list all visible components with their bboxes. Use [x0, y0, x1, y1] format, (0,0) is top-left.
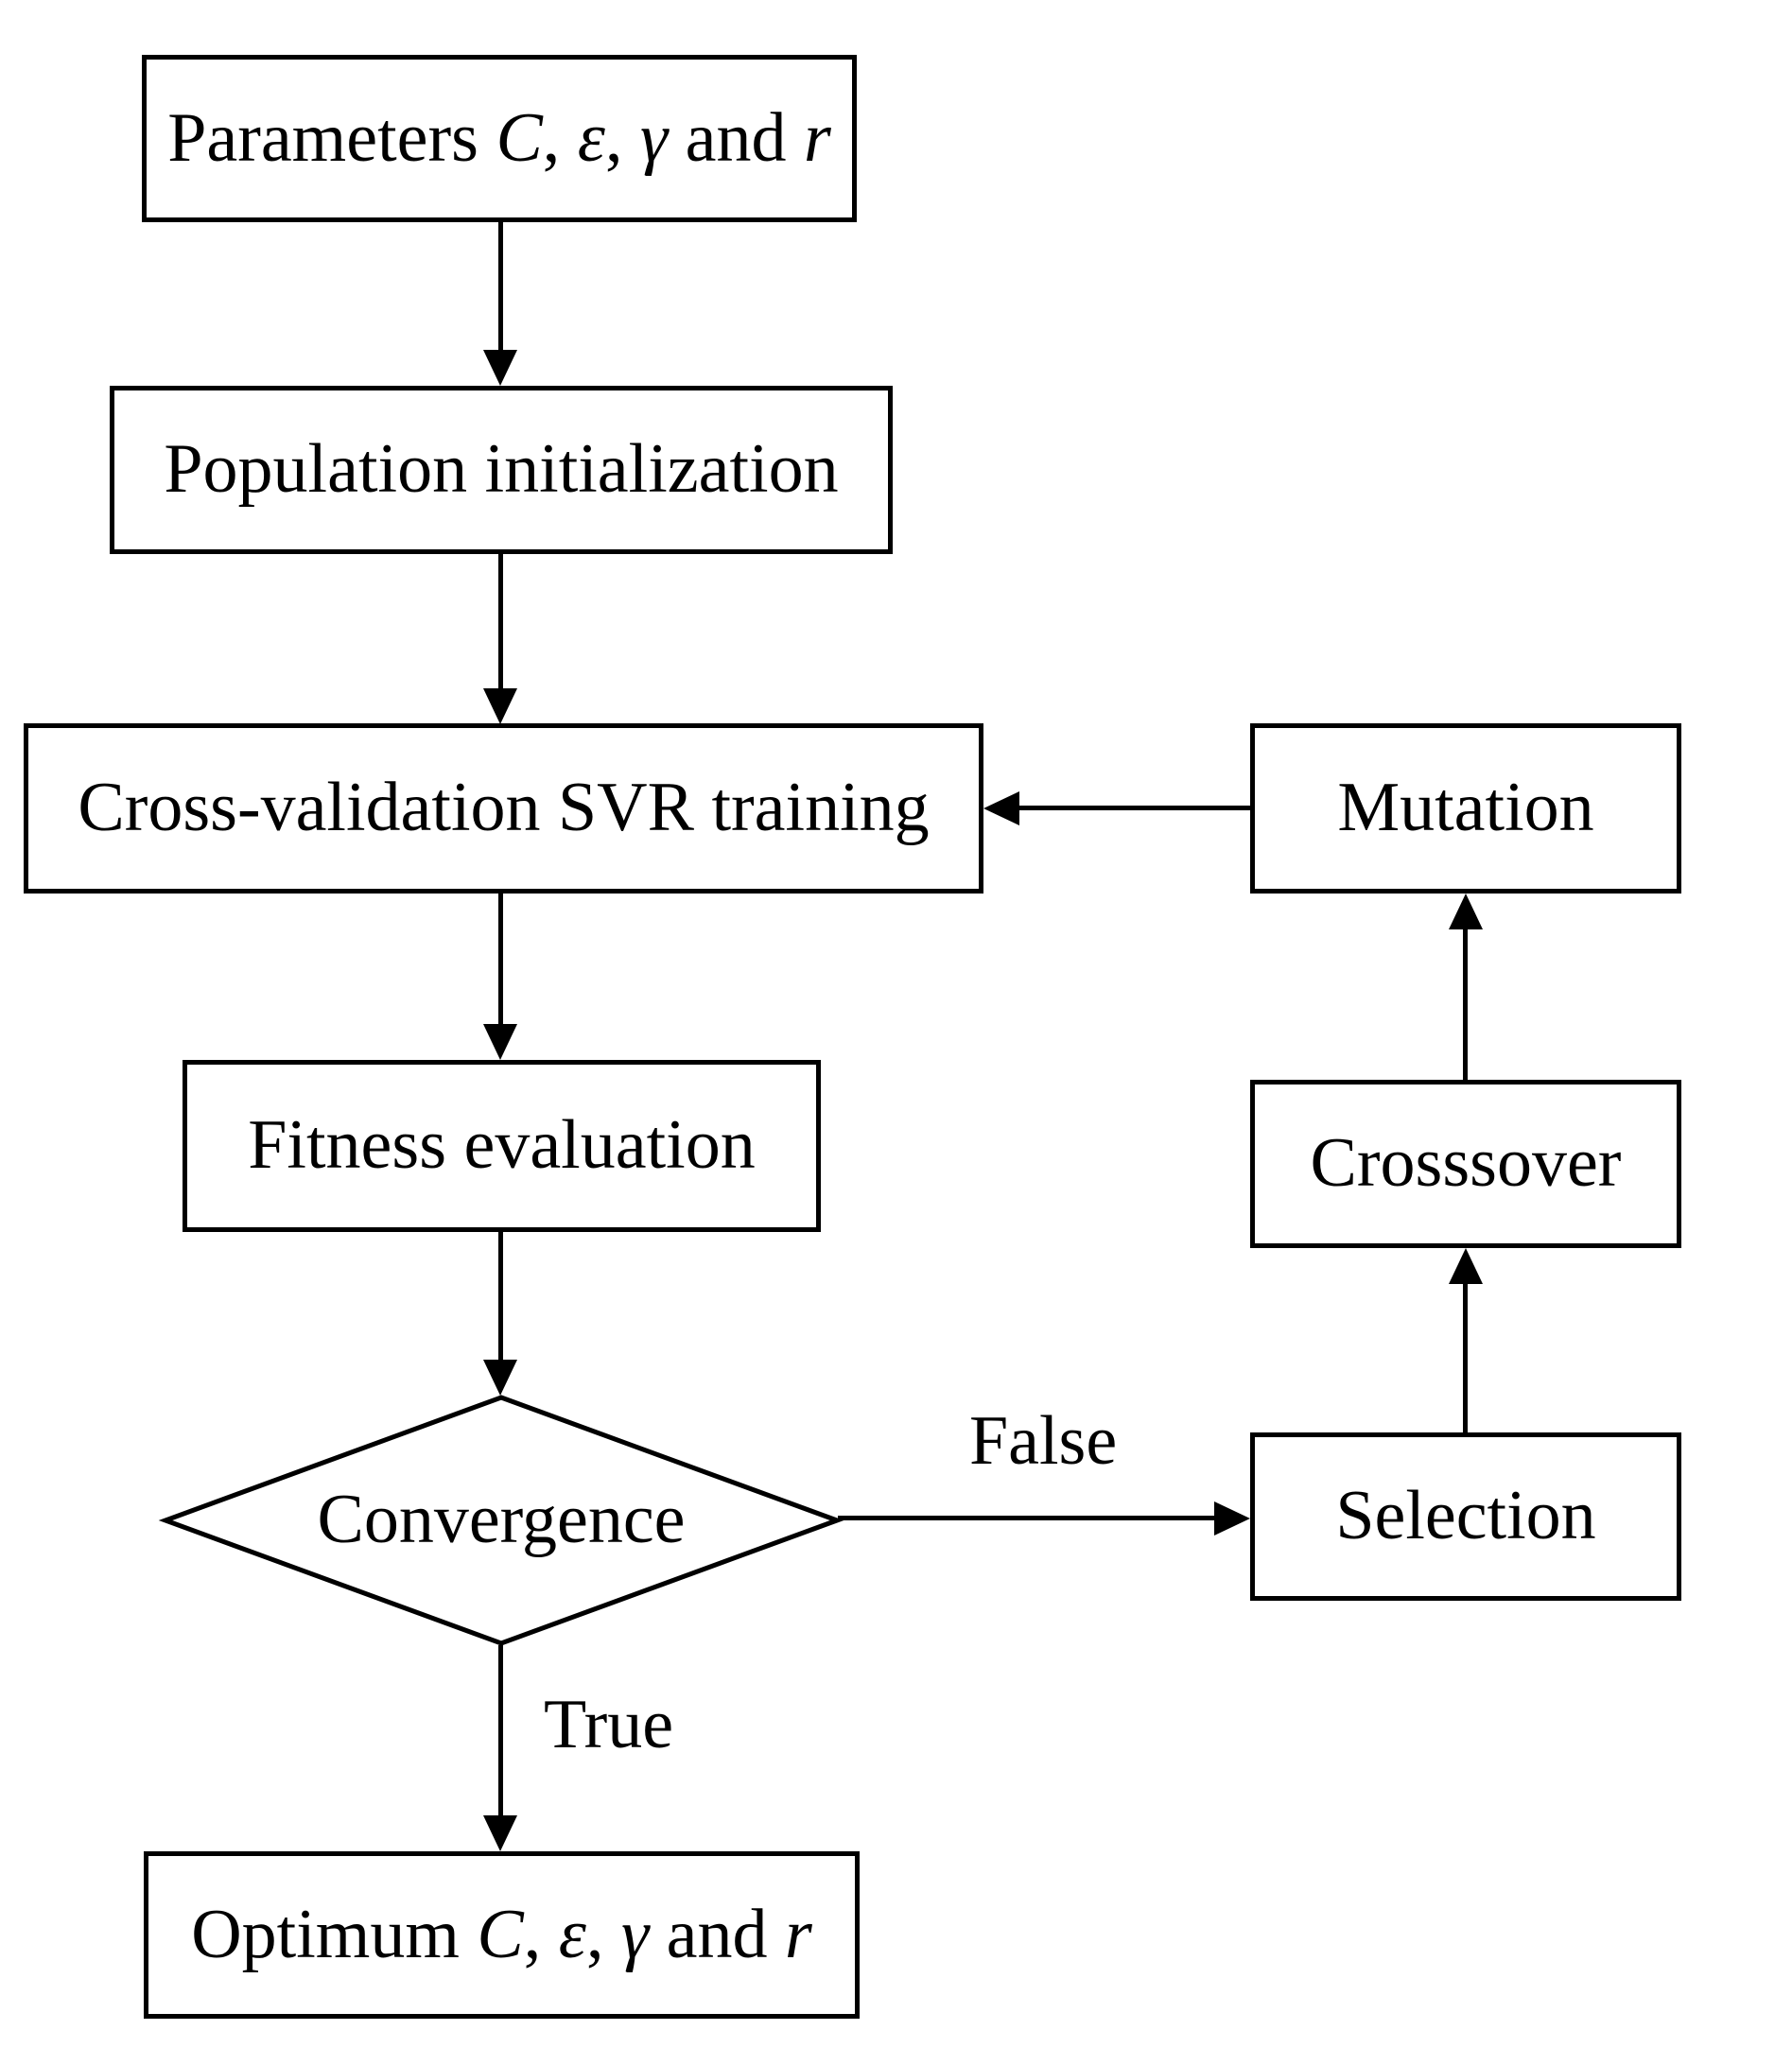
arrow-convergence-false-line	[838, 1516, 1220, 1520]
cross-validation-svr-training-box: Cross-validation SVR training	[24, 723, 983, 894]
edge-label-true: True	[544, 1686, 674, 1763]
arrow-crossvalidation-to-fitness-line	[498, 894, 503, 1026]
population-initialization-box: Population initialization	[110, 386, 893, 554]
mutation-label: Mutation	[1337, 769, 1594, 847]
arrow-down-icon	[483, 1360, 517, 1396]
parameters-box: Parameters C, ε, γ and r	[142, 55, 857, 222]
convergence-diamond-shape	[158, 1395, 844, 1646]
arrow-right-icon	[1214, 1501, 1250, 1536]
population-initialization-label: Population initialization	[164, 430, 839, 509]
arrow-down-icon	[483, 350, 517, 386]
crossover-label: Crosssover	[1310, 1124, 1622, 1203]
selection-label: Selection	[1335, 1477, 1596, 1555]
arrow-down-icon	[483, 1815, 517, 1851]
arrow-convergence-true-line	[498, 1645, 503, 1817]
arrow-parameters-to-population-line	[498, 222, 503, 353]
arrow-left-icon	[983, 791, 1019, 825]
arrow-down-icon	[483, 688, 517, 724]
mutation-box: Mutation	[1250, 723, 1681, 894]
cross-validation-svr-training-label: Cross-validation SVR training	[78, 769, 930, 847]
arrow-up-icon	[1449, 1248, 1483, 1284]
edge-label-false: False	[969, 1402, 1118, 1480]
arrow-population-to-crossvalidation-line	[498, 554, 503, 690]
arrow-crossover-to-mutation-line	[1463, 926, 1468, 1080]
arrow-down-icon	[483, 1024, 517, 1060]
fitness-evaluation-box: Fitness evaluation	[183, 1060, 821, 1232]
parameters-box-label: Parameters C, ε, γ and r	[167, 98, 831, 177]
fitness-evaluation-label: Fitness evaluation	[248, 1106, 756, 1185]
crossover-box: Crosssover	[1250, 1080, 1681, 1248]
arrow-fitness-to-convergence-line	[498, 1232, 503, 1362]
selection-box: Selection	[1250, 1432, 1681, 1601]
arrow-selection-to-crossover-line	[1463, 1280, 1468, 1432]
optimum-box: Optimum C, ε, γ and r	[144, 1851, 860, 2019]
convergence-diamond	[158, 1395, 844, 1646]
arrow-up-icon	[1449, 894, 1483, 929]
arrow-mutation-to-crossvalidation-line	[1016, 806, 1250, 810]
optimum-box-label: Optimum C, ε, γ and r	[191, 1895, 812, 1973]
